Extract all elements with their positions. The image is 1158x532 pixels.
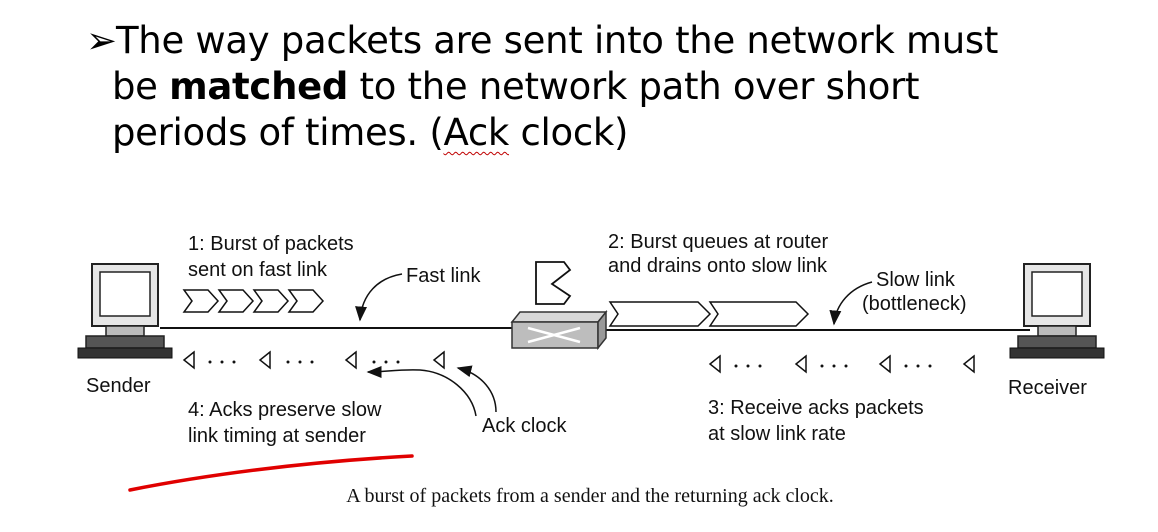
ack-packet <box>962 354 975 374</box>
slide-title: ➢The way packets are sent into the netwo… <box>86 18 1146 156</box>
ack-packet <box>878 354 891 374</box>
fast-link-label: Fast link <box>406 265 481 287</box>
ack-clock-arrow-1 <box>366 365 477 417</box>
sender-computer-icon <box>77 263 173 359</box>
ack-packet <box>432 350 445 370</box>
sender-label: Sender <box>86 375 151 397</box>
title-line-2: be matched to the network path over shor… <box>112 65 920 108</box>
slow-link-label: Slow link (bottleneck) <box>862 269 967 315</box>
slow-link-pointer-arrow <box>829 281 873 326</box>
step2-label: 2: Burst queues at router and drains ont… <box>608 231 834 277</box>
fast-link-pointer-arrow <box>355 273 403 322</box>
title-line-1: ➢The way packets are sent into the netwo… <box>86 19 999 62</box>
receiver-ack-dots <box>734 364 932 368</box>
bold-keyword: matched <box>169 65 349 108</box>
slow-packet <box>708 301 810 327</box>
title-line-3: periods of times. (Ack clock) <box>112 111 629 154</box>
spellcheck-word: Ack <box>443 111 509 154</box>
receiver-acks <box>708 354 975 374</box>
sender-acks <box>182 350 445 370</box>
fast-packet <box>182 289 220 313</box>
receiver-computer-icon <box>1009 263 1105 359</box>
queue-buffer-icon <box>535 261 572 305</box>
red-underline-annotation <box>128 454 414 492</box>
ack-clock-arrow-2 <box>456 365 497 413</box>
router-icon <box>510 309 608 351</box>
fast-packets <box>182 289 325 313</box>
figure-caption: A burst of packets from a sender and the… <box>346 485 834 507</box>
ack-packet <box>182 350 195 370</box>
ack-clock-label: Ack clock <box>482 415 567 437</box>
arrow-bullet-icon: ➢ <box>86 19 117 62</box>
receiver-label: Receiver <box>1008 377 1087 399</box>
ack-packet <box>258 350 271 370</box>
ack-packet <box>794 354 807 374</box>
fast-packet <box>252 289 290 313</box>
slow-packet <box>608 301 712 327</box>
sender-ack-dots <box>208 360 400 364</box>
step4-label: 4: Acks preserve slow link timing at sen… <box>188 399 387 447</box>
step3-label: 3: Receive acks packets at slow link rat… <box>708 397 929 445</box>
fast-packet <box>217 289 255 313</box>
ack-packet <box>708 354 721 374</box>
ack-packet <box>344 350 357 370</box>
step1-label: 1: Burst of packets sent on fast link <box>188 233 359 281</box>
fast-packet <box>287 289 325 313</box>
slow-packets <box>608 301 810 327</box>
